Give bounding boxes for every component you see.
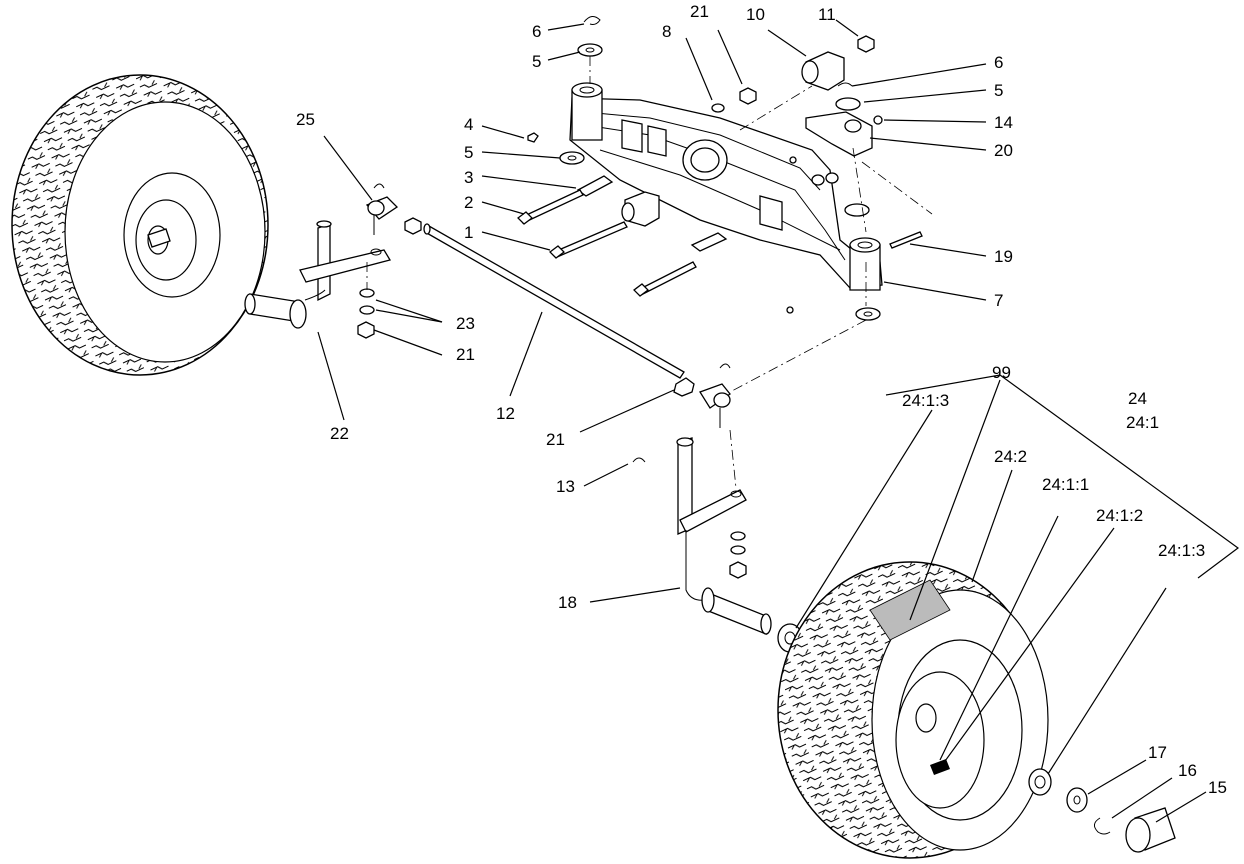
- callout-24-1-3-right: 24:1:3: [1158, 541, 1205, 560]
- callout-labels: 6 5 4 5 3 2 1 8 21 10 11 6 5 14 20 19 7 …: [296, 2, 1227, 797]
- pivot-bushing: [621, 191, 660, 227]
- callout-24: 24: [1128, 389, 1147, 408]
- callout-25: 25: [296, 110, 315, 129]
- callout-3: 3: [464, 168, 473, 187]
- callout-99: 99: [992, 363, 1011, 382]
- callout-5-top: 5: [532, 52, 541, 71]
- right-tie-rod-end: [699, 363, 731, 428]
- callout-20: 20: [994, 141, 1013, 160]
- callout-19: 19: [994, 247, 1013, 266]
- left-washers-and-nut: [357, 262, 375, 339]
- callout-18: 18: [558, 593, 577, 612]
- callout-5-right: 5: [994, 81, 1003, 100]
- callout-22: 22: [330, 424, 349, 443]
- callout-6-top: 6: [532, 22, 541, 41]
- left-wheel: [11, 74, 269, 376]
- right-spindle: [676, 429, 772, 635]
- callout-24-2: 24:2: [994, 447, 1027, 466]
- callout-16: 16: [1178, 761, 1197, 780]
- leader-lines: [317, 19, 1207, 823]
- callout-5-left: 5: [464, 143, 473, 162]
- callout-8: 8: [662, 22, 671, 41]
- left-spindle: [244, 220, 392, 329]
- callout-24-1-3-top: 24:1:3: [902, 391, 949, 410]
- axle-beam: [569, 82, 883, 314]
- right-wheel: [777, 561, 1049, 859]
- callout-21-left: 21: [456, 345, 475, 364]
- callout-23: 23: [456, 314, 475, 333]
- callout-7: 7: [994, 291, 1003, 310]
- callout-17: 17: [1148, 743, 1167, 762]
- callout-4: 4: [464, 115, 473, 134]
- callout-15: 15: [1208, 778, 1227, 797]
- callout-24-1-1: 24:1:1: [1042, 475, 1089, 494]
- callout-21-mid: 21: [546, 430, 565, 449]
- callout-1: 1: [464, 223, 473, 242]
- callout-24-1: 24:1: [1126, 413, 1159, 432]
- right-washers-and-nut: [632, 457, 747, 579]
- tie-rod: [423, 223, 695, 397]
- callout-13: 13: [556, 477, 575, 496]
- hub-hardware: [1028, 768, 1176, 853]
- callout-6-right: 6: [994, 53, 1003, 72]
- left-tie-rod-end: [365, 183, 422, 235]
- callout-21-top: 21: [690, 2, 709, 21]
- callout-11: 11: [818, 5, 836, 24]
- alignment-lines: [589, 56, 933, 393]
- spacers: [576, 175, 728, 252]
- bolts: [517, 189, 923, 297]
- callout-24-1-2: 24:1:2: [1096, 506, 1143, 525]
- callout-10: 10: [746, 5, 765, 24]
- assembly-bracket: [885, 374, 1240, 579]
- pivot-bracket: [801, 35, 883, 157]
- callout-14: 14: [994, 113, 1013, 132]
- callout-2: 2: [464, 193, 473, 212]
- callout-12: 12: [496, 404, 515, 423]
